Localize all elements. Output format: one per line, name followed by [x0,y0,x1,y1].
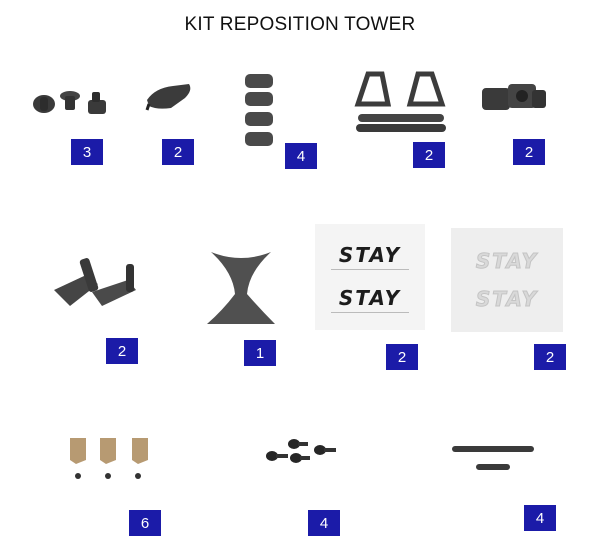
metal-clips-and-screws-part [66,434,156,484]
quantity-badge: 4 [308,510,340,536]
stay-sticker-light: STAY STAY [451,228,563,332]
sticker-label: STAY [330,241,410,270]
stay-sticker-dark: STAY STAY [315,224,425,330]
sticker-label: STAY [330,284,410,313]
quantity-badge: 2 [413,142,445,168]
page-title: KIT REPOSITION TOWER [184,14,416,35]
rubber-pads-part [242,72,278,152]
quantity-badge: 2 [386,344,418,370]
handle-and-bar-parts [352,70,450,136]
clip-bracket-part [145,80,195,112]
quantity-badge: 2 [513,139,545,165]
bracket-mount-part [48,250,144,316]
tower-stand-part [203,250,279,330]
sticker-label: STAY [475,249,539,274]
clamp-block-part [478,76,550,116]
quantity-badge: 4 [285,143,317,169]
quantity-badge: 2 [534,344,566,370]
quantity-badge: 2 [106,338,138,364]
quantity-badge: 3 [71,139,103,165]
rubber-grommet-parts [28,82,114,118]
quantity-badge: 6 [129,510,161,536]
quantity-badge: 4 [524,505,556,531]
rubber-strips-part [450,444,536,474]
sticker-label: STAY [475,287,539,312]
screws-part [264,436,338,466]
quantity-badge: 2 [162,139,194,165]
quantity-badge: 1 [244,340,276,366]
